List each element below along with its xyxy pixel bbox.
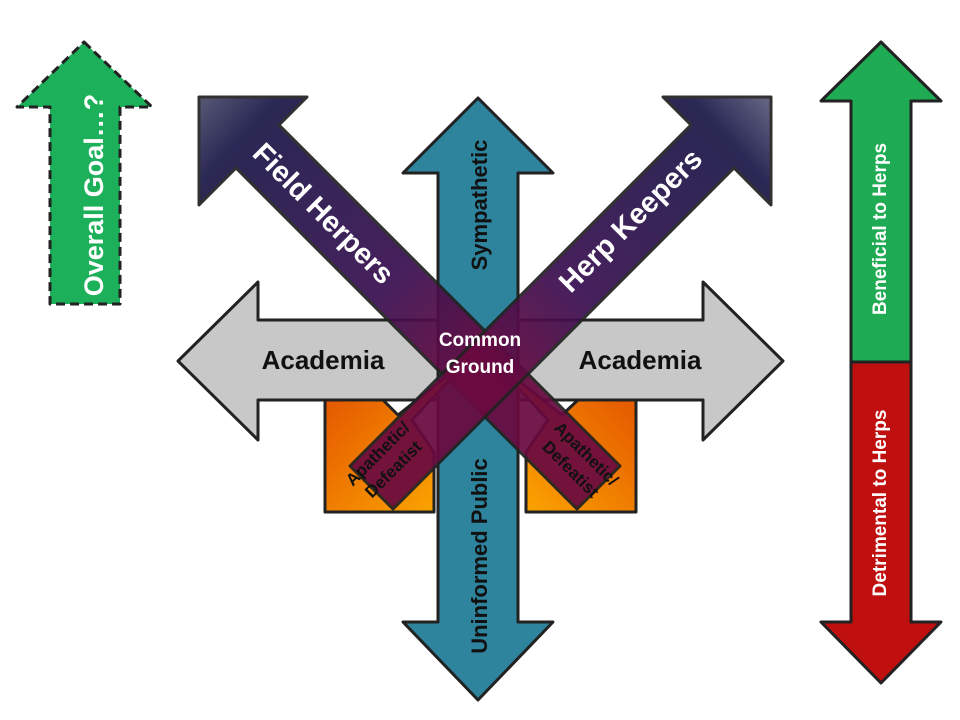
herp-keepers-label: Herp Keepers — [553, 143, 709, 299]
label-line: Ground — [446, 357, 515, 378]
label-line: Common — [439, 330, 521, 351]
field-herpers-label: Field Herpers — [246, 137, 400, 291]
sympathetic-label: Sympathetic — [467, 140, 492, 271]
herp-keepers-arrow — [348, 95, 773, 511]
overall-goal-arrow: Overall Goal…? — [15, 40, 154, 306]
overall-goal-label: Overall Goal…? — [79, 94, 109, 297]
herp-impact-scale-arrow: Beneficial to Herps Detrimental to Herps — [819, 40, 943, 685]
detrimental-label: Detrimental to Herps — [870, 410, 891, 597]
field-herpers-arrow — [197, 95, 622, 511]
academia-right-label: Academia — [579, 345, 702, 375]
academia-left-label: Academia — [262, 345, 385, 375]
beneficial-label: Beneficial to Herps — [870, 143, 891, 315]
uninformed-public-label: Uninformed Public — [467, 458, 492, 654]
